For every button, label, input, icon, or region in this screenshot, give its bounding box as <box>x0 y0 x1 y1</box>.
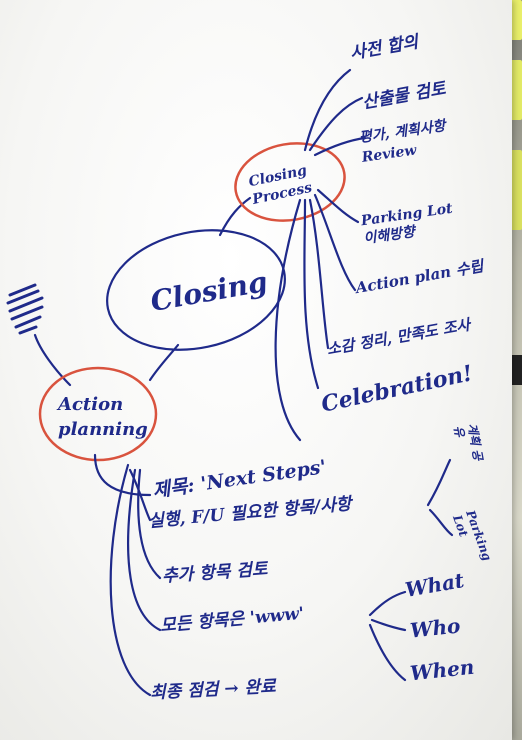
side-note-line <box>426 458 452 507</box>
side-note-line <box>428 508 454 537</box>
www-item: When <box>408 654 476 686</box>
www-line <box>368 623 407 682</box>
branch-line <box>316 188 360 224</box>
action-branch-line <box>109 463 152 697</box>
root-node-label: Action planning <box>58 394 148 441</box>
action-branch-line <box>128 468 152 522</box>
branch-line <box>303 68 352 152</box>
www-line <box>370 618 407 632</box>
root-circle <box>38 366 158 462</box>
branch-line <box>274 198 302 442</box>
branch-line <box>303 198 320 390</box>
branch-line <box>308 96 364 152</box>
action-branch-line <box>127 468 162 632</box>
branch-line <box>308 198 330 350</box>
www-line <box>368 590 407 617</box>
closing-ellipse <box>106 229 286 351</box>
branch-line <box>313 193 357 292</box>
scribble-connector <box>33 333 72 387</box>
closing-to-process-line <box>218 196 252 237</box>
branch-line <box>313 136 367 157</box>
process-circle <box>234 142 346 222</box>
www-item: Who <box>408 613 462 643</box>
scribble-mark <box>6 283 44 335</box>
action-branch-line <box>137 468 162 580</box>
root-to-closing-line <box>148 343 180 382</box>
